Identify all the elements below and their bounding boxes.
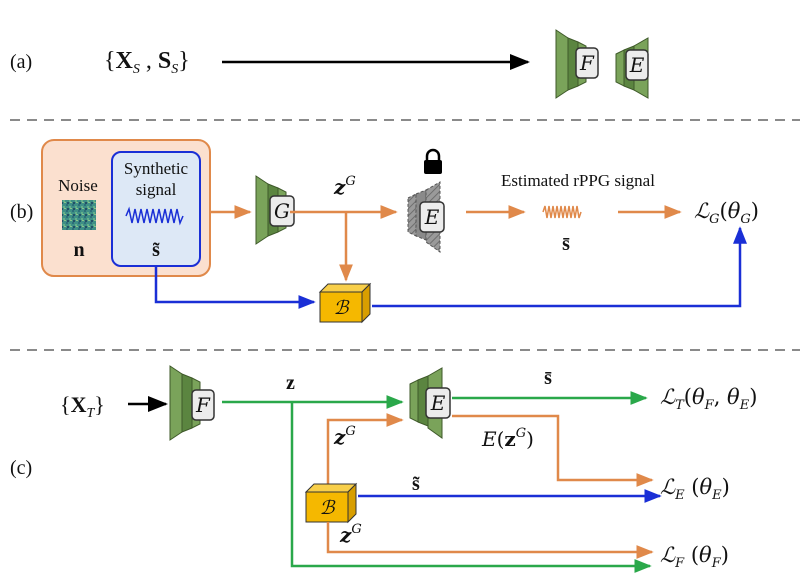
synthetic-symbol-c: s̃ [412,473,420,495]
estimated-waveform [542,205,582,219]
module-e-c-label: E [430,391,446,415]
module-b-b-label: ℬ [334,297,351,319]
loss-f: ℒF (θF) [660,543,729,571]
latent-zg-b: zG [333,174,356,199]
module-b-c: ℬ [304,482,358,524]
noise-symbol: n [73,239,84,261]
loss-g: ℒG(θG) [694,199,759,227]
latent-z-c: z [286,372,295,394]
b-to-e-arrow [326,413,404,484]
module-e-a: E [615,37,649,99]
module-e-frozen: E [407,181,445,253]
panel-b-tag: (b) [10,201,33,223]
e-output-label: E(zG) [481,426,534,451]
estimated-rppg-label: Estimated rPPG signal [501,171,655,190]
synthetic-to-b-arrow [154,266,316,309]
synthetic-symbol: s̃ [152,239,160,261]
synthetic-waveform [125,206,184,226]
module-g-label: G [274,199,290,223]
module-b-c-label: ℬ [320,497,337,519]
e-output-to-loss-e-arrow [452,414,654,487]
b-to-loss-g-arrow [372,226,747,308]
module-f-a-label: F [579,51,595,75]
module-f-a: F [555,29,599,99]
noise-label: Noise [58,176,98,195]
latent-zg-c-bottom: zG [339,522,362,547]
loss-t: ℒT(θF, θE) [660,385,757,413]
synthetic-label-line2: signal [136,180,177,199]
b-to-loss-f-arrow [326,522,654,559]
panel-c-input: {XT} [60,392,105,421]
latent-zg-c-top: zG [333,424,356,449]
estimated-symbol-b: s̄ [562,233,570,255]
lock-icon [424,148,442,174]
synthetic-label-line1: Synthetic [124,159,189,178]
panel-a-input: {XS , SS} [104,48,190,77]
panel-a-tag: (a) [10,51,32,73]
module-g: G [255,175,295,245]
panel-c-tag: (c) [10,457,32,479]
module-e-a-label: E [629,53,645,77]
estimated-symbol-c: s̄ [544,367,552,389]
loss-e: ℒE (θE) [660,475,730,503]
module-f-c-label: F [195,393,211,417]
noise-image [62,200,96,230]
module-e-c: E [409,367,451,439]
module-f-c: F [169,365,215,441]
z-to-loss-f-arrow [290,402,652,573]
module-b-b: ℬ [318,282,372,324]
module-e-frozen-label: E [424,205,440,229]
